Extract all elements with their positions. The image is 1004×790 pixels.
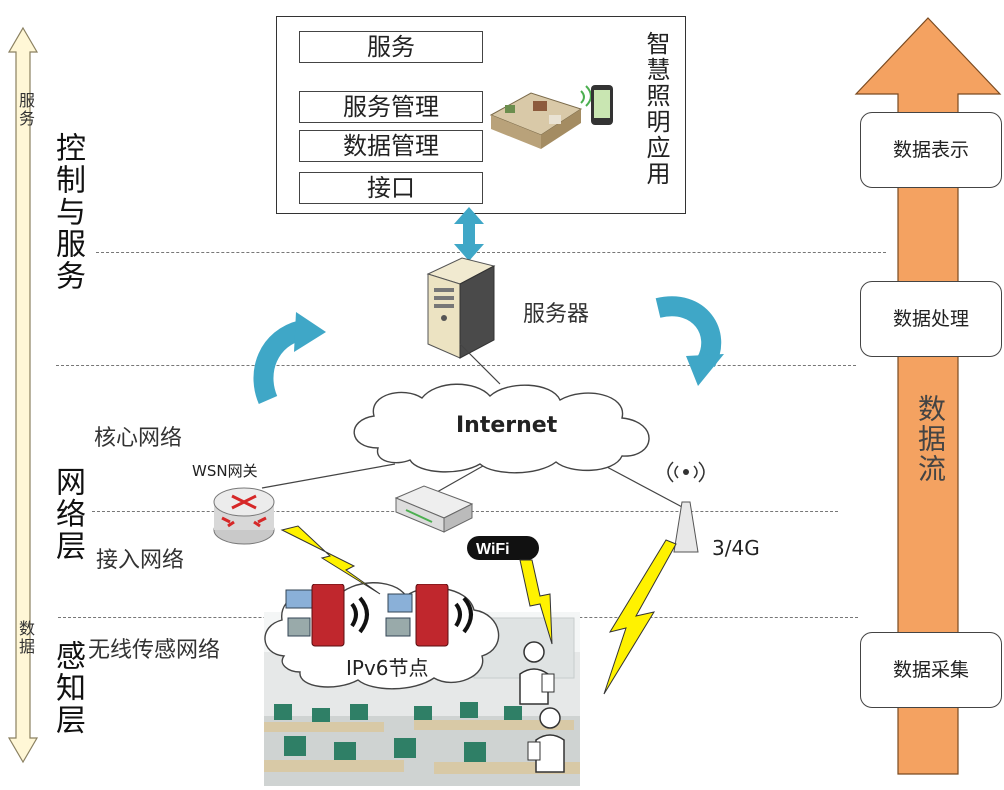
lightning-cellular-icon [603, 539, 677, 695]
internet-label: Internet [456, 413, 558, 438]
server-icon [426, 257, 496, 359]
server-label: 服务器 [523, 302, 590, 327]
wireless-sensor-network-label: 无线传感网络 [88, 638, 221, 663]
wsn-gateway-label: WSN网关 [192, 462, 258, 480]
left-axis-arrow [7, 26, 39, 764]
service-panel: 服务 服务管理 数据管理 接口 智慧照明应用 [276, 16, 686, 214]
axis-top-label: 服务 [16, 92, 35, 128]
wifi-logo-text: WiFi [476, 541, 510, 558]
router-icon [213, 487, 275, 545]
internet-cloud [353, 383, 650, 474]
separator-1 [96, 252, 886, 253]
service-row-service: 服务 [299, 31, 483, 63]
lightning-wifi-icon [519, 559, 553, 645]
data-representation-box: 数据表示 [860, 112, 1002, 188]
access-point-icon [394, 485, 474, 533]
data-flow-label: 数据流 [914, 394, 947, 484]
cycle-arrow-left-icon [253, 312, 326, 404]
data-flow-arrow [854, 17, 1002, 775]
service-server-link-arrow [454, 207, 484, 261]
people-icon [519, 641, 565, 773]
smart-lighting-app-label: 智慧照明应用 [642, 31, 670, 187]
access-network-label: 接入网络 [96, 548, 185, 573]
smart-home-icon [489, 85, 613, 149]
axis-bottom-label: 数据 [16, 620, 35, 656]
cellular-tower-icon [667, 461, 705, 553]
cycle-arrow-right-icon [655, 296, 724, 386]
service-row-interface: 接口 [299, 172, 483, 204]
layer-perception: 感知层 [50, 640, 85, 736]
separator-2 [56, 365, 856, 366]
data-processing-box: 数据处理 [860, 281, 1002, 357]
wifi-logo-icon: WiFi [467, 536, 539, 560]
service-row-management: 服务管理 [299, 91, 483, 123]
sensor-boards [285, 584, 473, 647]
ipv6-node-label: IPv6节点 [346, 656, 429, 680]
core-network-label: 核心网络 [94, 426, 183, 451]
cellular-label: 3/4G [712, 536, 760, 560]
lightning-gateway-icon [280, 525, 381, 595]
data-collection-box: 数据采集 [860, 632, 1002, 708]
layer-control-service: 控制与服务 [50, 132, 85, 292]
service-row-data-management: 数据管理 [299, 130, 483, 162]
layer-network: 网络层 [50, 466, 85, 562]
